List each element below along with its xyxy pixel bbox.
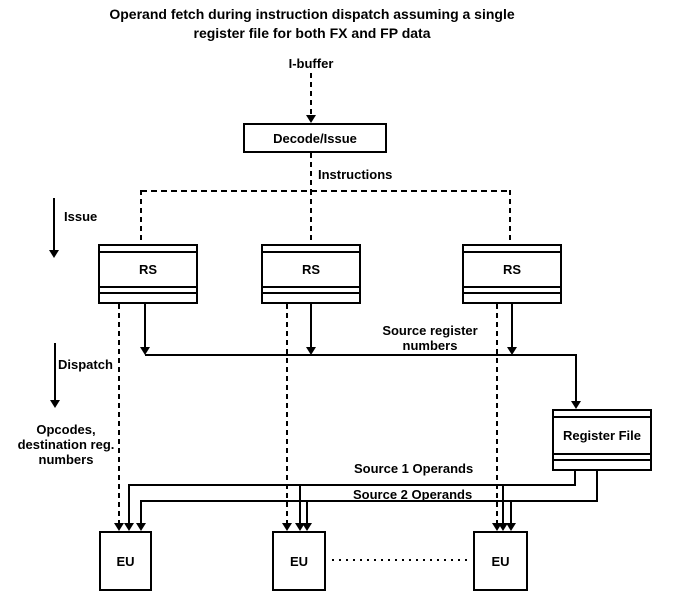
instructions-label: Instructions — [318, 167, 393, 182]
rs-box-right: RS — [462, 244, 562, 304]
source1-operands-label: Source 1 Operands — [354, 461, 474, 476]
source1-drop-right — [502, 484, 504, 524]
regfile-entry-arrowhead — [571, 401, 581, 409]
dispatch-arrowhead — [50, 400, 60, 408]
source2-arrowhead-right — [506, 523, 516, 531]
opcode-path-right — [496, 304, 498, 523]
source1-arrowhead-left — [124, 523, 134, 531]
eu-box-middle-label: EU — [289, 553, 309, 569]
opcode-arrowhead-right — [492, 523, 502, 531]
source-register-numbers-line1: Source register — [382, 323, 478, 338]
register-file-mid-strip — [554, 455, 650, 461]
register-file-box: Register File — [552, 409, 652, 471]
rs-box-left-label: RS — [100, 253, 196, 288]
srcreg-arrowhead-right — [507, 347, 517, 355]
srcreg-drop-right — [511, 304, 513, 348]
fanout-drop-left — [140, 190, 142, 244]
source2-drop-middle — [306, 500, 308, 524]
source2-drop-left — [140, 500, 142, 524]
dispatch-arrow-line — [54, 343, 56, 400]
page-title-line2: register file for both FX and FP data — [193, 25, 431, 41]
opcodes-line2: destination reg. — [17, 437, 115, 452]
rs-box-left-bottom-strip — [100, 294, 196, 302]
fanout-drop-middle — [310, 190, 312, 244]
register-file-bottom-strip — [554, 461, 650, 469]
rs-box-middle-mid-strip — [263, 288, 359, 294]
register-file-top-strip — [554, 411, 650, 418]
issue-arrowhead — [49, 250, 59, 258]
srcreg-arrowhead-middle — [306, 347, 316, 355]
eu-box-right: EU — [473, 531, 528, 591]
decode-instructions-line — [310, 153, 312, 190]
rs-box-right-mid-strip — [464, 288, 560, 294]
dispatch-label: Dispatch — [58, 357, 113, 372]
rs-box-left: RS — [98, 244, 198, 304]
source1-arrowhead-right — [498, 523, 508, 531]
ibuffer-arrowhead — [306, 115, 316, 123]
srcreg-collector-line — [145, 354, 577, 356]
fanout-drop-right — [509, 190, 511, 244]
source1-drop-middle — [299, 484, 301, 524]
ibuffer-to-decode-line — [310, 73, 312, 115]
source1-bus-line — [128, 484, 576, 486]
srcreg-drop-middle — [310, 304, 312, 348]
instruction-fanout-line — [141, 190, 511, 192]
srcreg-drop-left — [144, 304, 146, 348]
rs-box-left-mid-strip — [100, 288, 196, 294]
source1-drop-left — [128, 484, 130, 524]
opcode-path-middle — [286, 304, 288, 523]
source-register-numbers-label: Source register numbers — [378, 323, 482, 353]
regfile-source2-exit-line — [596, 471, 598, 502]
page-title: Operand fetch during instruction dispatc… — [12, 5, 612, 43]
eu-ellipsis-dotted-line — [332, 559, 470, 561]
rs-box-right-bottom-strip — [464, 294, 560, 302]
decode-issue-box: Decode/Issue — [243, 123, 387, 153]
rs-box-right-top-strip — [464, 246, 560, 253]
source2-arrowhead-middle — [302, 523, 312, 531]
srcreg-to-regfile-line — [575, 354, 577, 402]
source2-operands-label: Source 2 Operands — [353, 487, 473, 502]
eu-box-middle: EU — [272, 531, 326, 591]
page-title-line1: Operand fetch during instruction dispatc… — [109, 6, 515, 22]
rs-box-middle-label: RS — [263, 253, 359, 288]
eu-box-left: EU — [99, 531, 152, 591]
source2-drop-right — [510, 500, 512, 524]
opcode-path-left — [118, 304, 120, 523]
ibuffer-label: I-buffer — [288, 56, 334, 71]
register-file-label: Register File — [554, 418, 650, 455]
rs-box-middle-top-strip — [263, 246, 359, 253]
issue-label: Issue — [64, 209, 98, 224]
rs-box-middle: RS — [261, 244, 361, 304]
source1-arrowhead-middle — [295, 523, 305, 531]
decode-issue-label: Decode/Issue — [273, 130, 357, 146]
source2-arrowhead-left — [136, 523, 146, 531]
source-register-numbers-line2: numbers — [402, 338, 458, 353]
opcodes-line1: Opcodes, — [36, 422, 96, 437]
source2-bus-line — [140, 500, 598, 502]
opcode-arrowhead-middle — [282, 523, 292, 531]
eu-box-right-label: EU — [491, 553, 510, 569]
rs-box-middle-bottom-strip — [263, 294, 359, 302]
rs-box-left-top-strip — [100, 246, 196, 253]
eu-box-left-label: EU — [116, 553, 135, 569]
issue-arrow-line — [53, 198, 55, 250]
srcreg-arrowhead-left — [140, 347, 150, 355]
regfile-source1-exit-line — [574, 471, 576, 486]
rs-box-right-label: RS — [464, 253, 560, 288]
opcodes-line3: numbers — [38, 452, 94, 467]
opcode-arrowhead-left — [114, 523, 124, 531]
opcodes-destination-label: Opcodes, destination reg. numbers — [8, 422, 124, 467]
